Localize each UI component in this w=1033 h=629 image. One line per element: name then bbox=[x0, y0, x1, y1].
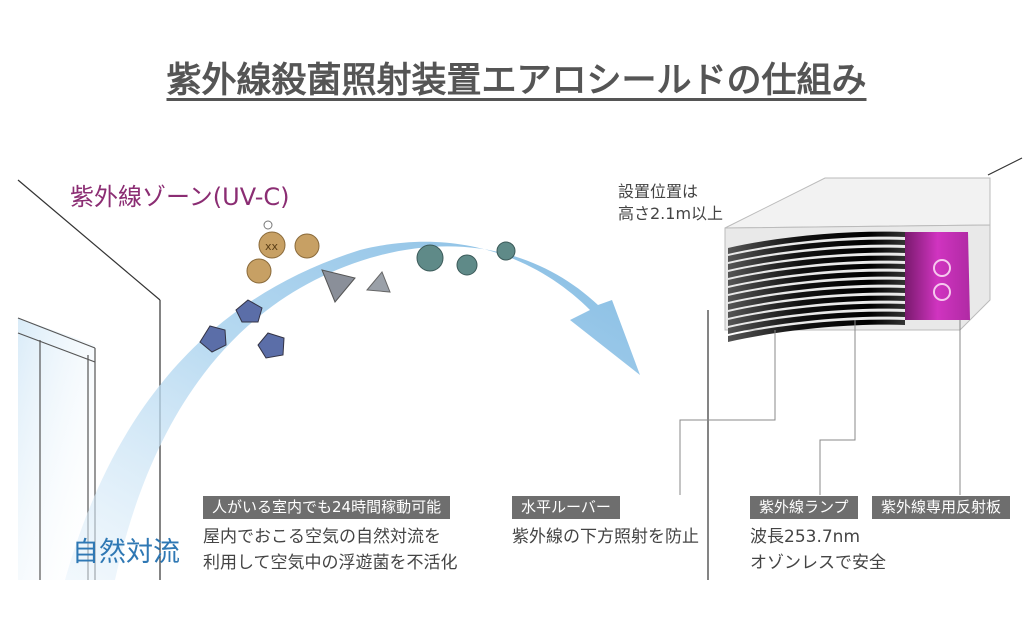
louver-slat bbox=[728, 231, 905, 254]
virus-icon bbox=[294, 233, 320, 259]
virus-icon bbox=[366, 271, 391, 293]
louver-slat bbox=[728, 255, 905, 278]
install-note-line: 設置位置は bbox=[618, 182, 699, 201]
louver-slat bbox=[728, 247, 905, 270]
install-note: 設置位置は 高さ2.1m以上 bbox=[618, 181, 723, 225]
virus-icon bbox=[416, 244, 444, 272]
callout-tag-reflector: 紫外線専用反射板 bbox=[872, 496, 1011, 519]
horizontal-louvers bbox=[728, 231, 905, 342]
svg-text:xx: xx bbox=[265, 240, 279, 253]
leader-lines bbox=[679, 320, 961, 495]
uv-lamp-icon bbox=[933, 259, 951, 301]
louver-slat bbox=[728, 279, 905, 302]
virus-icon: xx bbox=[258, 220, 286, 259]
install-note-line: 高さ2.1m以上 bbox=[618, 204, 724, 223]
louver-slat bbox=[728, 295, 905, 318]
uv-zone-lines bbox=[70, 233, 735, 354]
virus-icon bbox=[199, 325, 227, 353]
aeroshield-device bbox=[724, 177, 991, 342]
uv-zone-label: 紫外線ゾーン(UV-C) bbox=[70, 183, 290, 211]
callout-desc-line: オゾンレスで安全 bbox=[750, 553, 886, 573]
callout-desc-line: 利用して空気中の浮遊菌を不活化 bbox=[203, 553, 458, 573]
louver-slat bbox=[728, 311, 905, 334]
virus-icons: xx bbox=[199, 220, 516, 359]
callout-tag-lamp: 紫外線ランプ bbox=[750, 496, 858, 519]
louver-slat bbox=[728, 303, 905, 326]
callout-tag-louver: 水平ルーバー bbox=[512, 496, 620, 519]
callout-desc-24h: 屋内でおこる空気の自然対流を 利用して空気中の浮遊菌を不活化 bbox=[203, 524, 458, 576]
louver-slat bbox=[728, 239, 905, 262]
virus-icon bbox=[456, 254, 478, 276]
airflow-arrow-icon bbox=[65, 241, 640, 580]
virus-icon bbox=[496, 241, 516, 261]
virus-icon bbox=[321, 269, 356, 303]
natural-convection-label: 自然対流 bbox=[72, 537, 180, 568]
louver-slat bbox=[728, 263, 905, 286]
virus-icon bbox=[246, 258, 272, 284]
louver-slat bbox=[728, 271, 905, 294]
virus-icon bbox=[257, 332, 285, 359]
callout-tag-24h: 人がいる室内でも24時間稼動可能 bbox=[203, 496, 451, 519]
louver-slat bbox=[728, 319, 905, 342]
louver-slat bbox=[728, 287, 905, 310]
callout-desc-line: 波長253.7nm bbox=[750, 527, 861, 547]
virus-icon bbox=[235, 299, 263, 323]
callout-desc-line: 紫外線の下方照射を防止 bbox=[512, 527, 699, 547]
page-title-text: 紫外線殺菌照射装置エアロシールドの仕組み bbox=[166, 61, 867, 101]
callout-desc-louver: 紫外線の下方照射を防止 bbox=[512, 524, 699, 550]
callout-desc-line: 屋内でおこる空気の自然対流を bbox=[203, 527, 441, 547]
callout-desc-lamp: 波長253.7nm オゾンレスで安全 bbox=[750, 524, 886, 576]
page-title: 紫外線殺菌照射装置エアロシールドの仕組み bbox=[0, 52, 1033, 103]
